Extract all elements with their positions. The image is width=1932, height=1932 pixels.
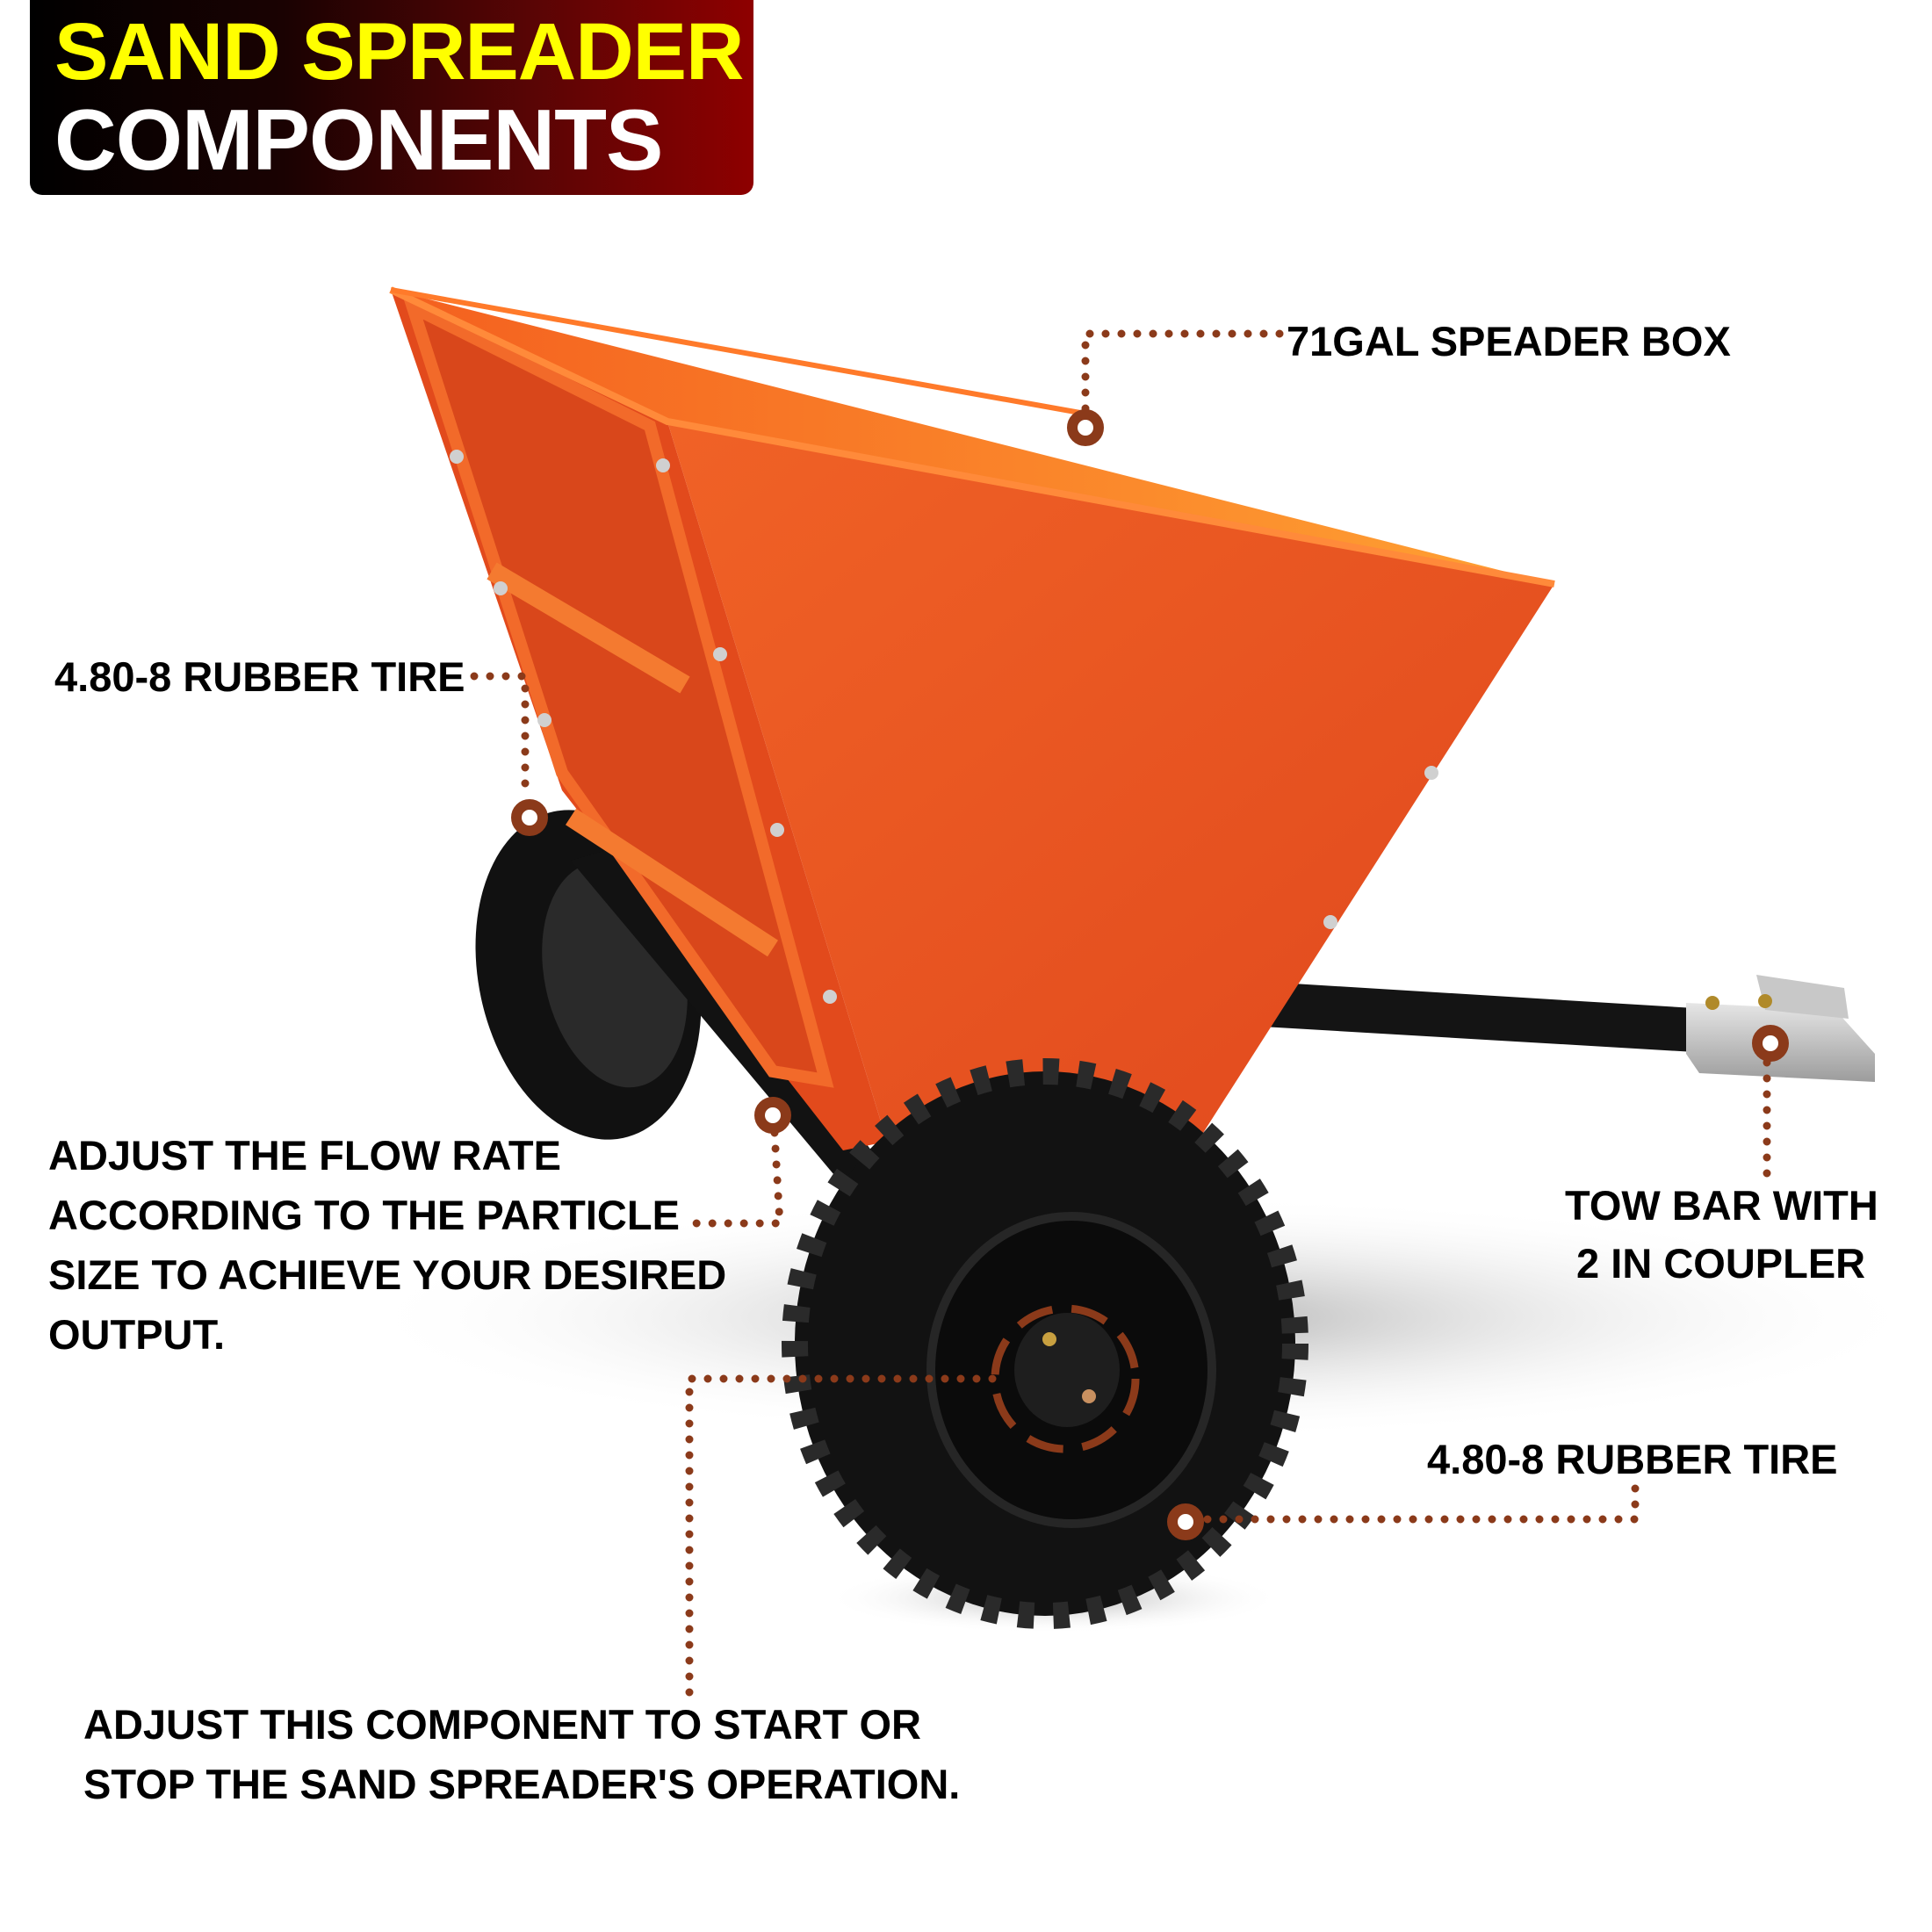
title-line-2: COMPONENTS bbox=[54, 91, 663, 188]
callout-rear-tire: 4.80-8 RUBBER TIRE bbox=[54, 653, 465, 700]
chassis-rail bbox=[571, 843, 878, 1186]
marker-start-stop-ring bbox=[991, 1304, 1140, 1453]
bolts bbox=[450, 450, 1438, 1004]
marker-tow-bar bbox=[1752, 1025, 1789, 1062]
leader-rear-tire bbox=[470, 672, 530, 804]
marker-rear-tire bbox=[511, 799, 548, 836]
title-line-1: SAND SPREADER bbox=[54, 7, 744, 97]
leader-flow-rate bbox=[681, 1128, 784, 1228]
title-banner: SAND SPREADER COMPONENTS bbox=[30, 0, 753, 195]
hopper-interior bbox=[391, 290, 1554, 584]
callout-front-tire: 4.80-8 RUBBER TIRE bbox=[1427, 1436, 1838, 1482]
leader-spreader-box bbox=[1081, 329, 1287, 413]
callout-start-stop: ADJUST THIS COMPONENT TO START OR STOP T… bbox=[83, 1701, 961, 1807]
tow-bar bbox=[1247, 982, 1695, 1052]
marker-flow-rate bbox=[754, 1097, 791, 1134]
callout-flow-rate: ADJUST THE FLOW RATE ACCORDING TO THE PA… bbox=[48, 1132, 727, 1358]
front-tire bbox=[782, 1058, 1308, 1629]
callout-spreader-box: 71GAL SPEADER BOX bbox=[1287, 318, 1731, 364]
leader-front-tire bbox=[1203, 1474, 1640, 1524]
marker-spreader-box bbox=[1067, 409, 1104, 446]
callout-tow-bar: TOW BAR WITH 2 IN COUPLER bbox=[1565, 1182, 1878, 1287]
leader-start-stop bbox=[685, 1374, 997, 1708]
hopper-front bbox=[667, 422, 1554, 1142]
marker-front-tire bbox=[1167, 1503, 1204, 1540]
